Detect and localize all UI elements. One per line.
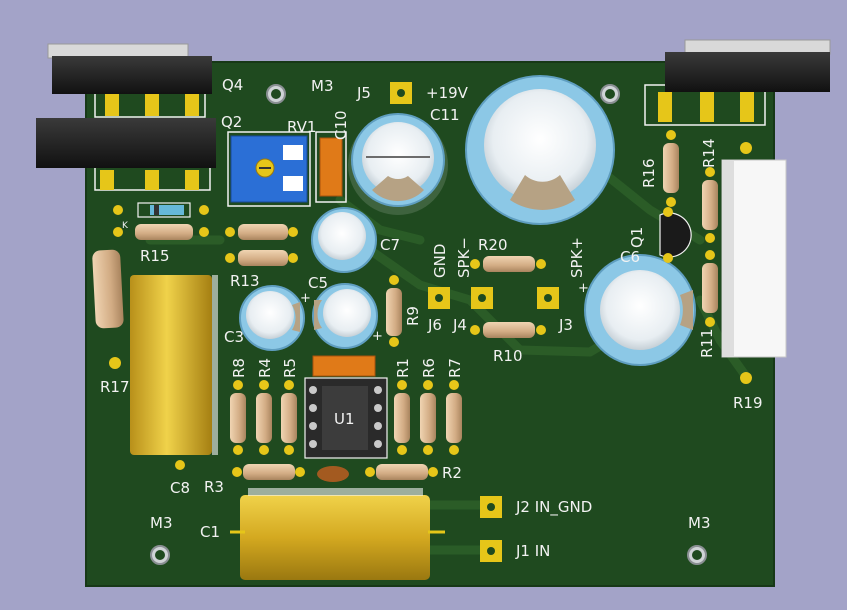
- label-r3: R3: [204, 478, 224, 496]
- capacitor-c5: [312, 283, 378, 349]
- label-r19: R19: [733, 394, 763, 412]
- label-c7: C7: [380, 236, 400, 254]
- label-m3-top: M3: [311, 77, 334, 95]
- label-c8: C8: [170, 479, 190, 497]
- label-r11: R11: [698, 328, 716, 358]
- label-r2: R2: [442, 464, 462, 482]
- label-j4: J4: [452, 316, 467, 334]
- label-r10: R10: [493, 347, 523, 365]
- label-j3: J3: [558, 316, 573, 334]
- label-plus-c5: +: [372, 329, 383, 344]
- label-plus-c6: +: [578, 281, 589, 296]
- label-r17: R17: [100, 378, 130, 396]
- transistor-q3: [644, 39, 831, 126]
- label-q4: Q4: [222, 76, 243, 94]
- label-r16: R16: [640, 158, 658, 188]
- capacitor-c12: [465, 75, 615, 225]
- transistor-q1: [659, 207, 692, 263]
- ic-u1: [304, 355, 388, 459]
- label-r7: R7: [446, 358, 464, 378]
- mounting-holes: [150, 84, 707, 565]
- label-plus19v: +19V: [426, 84, 469, 102]
- transistor-q2: [36, 118, 216, 191]
- label-r9: R9: [404, 306, 422, 326]
- label-gnd: GND: [431, 244, 449, 278]
- trimmer-rv1[interactable]: [227, 131, 311, 207]
- label-c3: C3: [224, 328, 244, 346]
- label-rv1: RV1: [287, 118, 316, 136]
- label-spk-minus: SPK−: [455, 237, 473, 278]
- label-q2: Q2: [221, 113, 242, 131]
- label-c11: C11: [430, 106, 460, 124]
- resistors: [113, 202, 546, 482]
- capacitor-c8: [130, 275, 218, 470]
- label-j6: J6: [427, 316, 442, 334]
- label-plus-c3: +: [300, 291, 311, 306]
- label-r20: R20: [478, 236, 508, 254]
- transistor-q4: [47, 43, 212, 118]
- label-r5: R5: [281, 358, 299, 378]
- label-r4: R4: [256, 358, 274, 378]
- label-c10: C10: [332, 110, 350, 140]
- label-c6: C6: [620, 248, 640, 266]
- label-r13: R13: [230, 272, 260, 290]
- capacitor-c3: [239, 285, 305, 351]
- connector-pads: [390, 82, 559, 562]
- label-q1: Q1: [628, 227, 646, 248]
- label-m3-bottom-left: M3: [150, 514, 173, 532]
- label-j2: J2 IN_GND: [515, 498, 592, 517]
- resistors-vertical: [92, 130, 718, 455]
- label-r8: R8: [230, 358, 248, 378]
- label-c5: C5: [308, 274, 328, 292]
- label-m3-bottom-right: M3: [688, 514, 711, 532]
- label-j5: J5: [356, 84, 371, 102]
- label-j1: J1 IN: [515, 542, 550, 560]
- label-r6: R6: [420, 358, 438, 378]
- capacitor-c10: [315, 131, 347, 203]
- capacitor-c1: [230, 488, 445, 580]
- capacitor-c7: [311, 207, 377, 273]
- label-r15: R15: [140, 247, 170, 265]
- label-r1: R1: [394, 358, 412, 378]
- label-u1: U1: [334, 410, 355, 428]
- label-r14: R14: [700, 138, 718, 168]
- label-c1: C1: [200, 523, 220, 541]
- silkscreen-labels: Q4 Q2 M3 J5 +19V C11 RV1 C10 R15 R13 C7 …: [100, 76, 763, 560]
- power-resistor-r18: [721, 142, 787, 384]
- capacitor-c6: [584, 254, 696, 366]
- label-spk-plus: SPK+: [568, 237, 586, 278]
- label-k: K: [122, 221, 129, 231]
- capacitor-c11: [348, 113, 448, 215]
